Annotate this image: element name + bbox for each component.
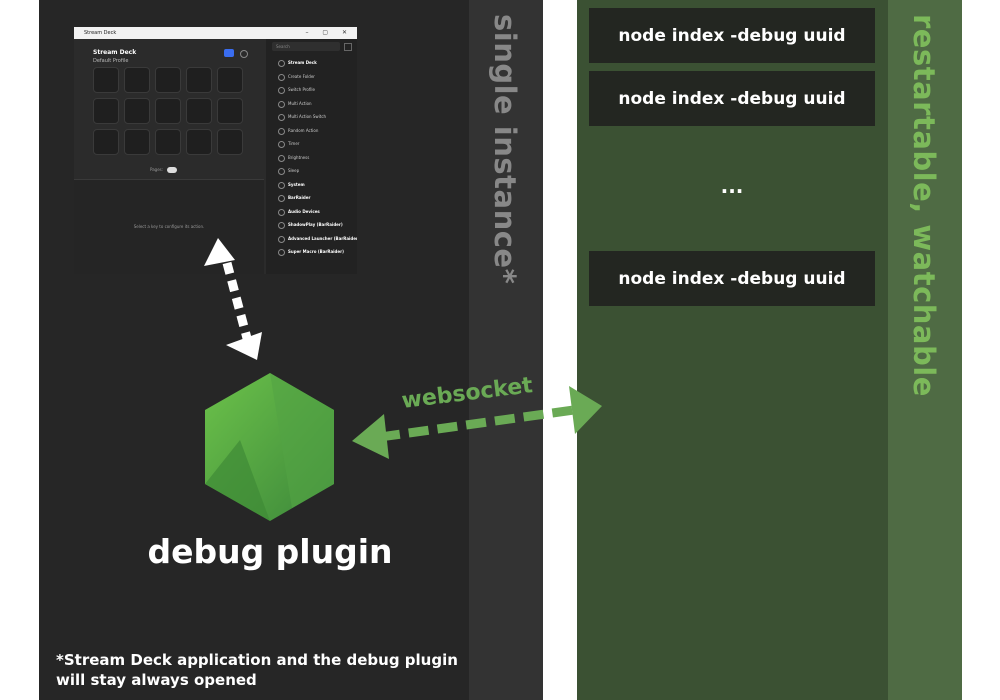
websocket-label: websocket — [400, 373, 534, 414]
deck-key[interactable] — [217, 67, 243, 93]
page-button[interactable] — [167, 167, 178, 173]
action-item[interactable]: Brightness — [266, 151, 357, 165]
action-group[interactable]: BarRaider — [266, 191, 357, 205]
settings-icon[interactable] — [240, 50, 248, 58]
grid-view-icon[interactable] — [344, 43, 352, 51]
action-item[interactable]: Switch Profile — [266, 83, 357, 97]
deck-key[interactable] — [155, 67, 181, 93]
action-item[interactable]: Create Folder — [266, 70, 357, 84]
deck-key[interactable] — [124, 129, 150, 155]
more-processes-ellipsis: ... — [720, 174, 744, 198]
single-instance-band — [469, 0, 543, 700]
deck-key[interactable] — [155, 129, 181, 155]
app-name: Stream Deck — [93, 49, 137, 56]
deck-key[interactable] — [124, 67, 150, 93]
action-group[interactable]: Stream Deck — [266, 56, 357, 70]
stream-deck-window: Stream Deck – ▢ ✕ Stream Deck Default Pr… — [74, 27, 357, 274]
action-group[interactable]: Super Macro (BarRaider) — [266, 245, 357, 259]
window-controls[interactable]: – ▢ ✕ — [305, 29, 353, 36]
action-item[interactable]: Sleep — [266, 164, 357, 178]
configure-hint: Select a key to configure its action. — [133, 224, 205, 229]
debug-plugin-title: debug plugin — [147, 532, 393, 571]
action-item[interactable]: Multi Action Switch — [266, 110, 357, 124]
websocket-double-arrow — [352, 386, 602, 459]
deck-key[interactable] — [217, 129, 243, 155]
window-plugin-double-arrow — [204, 238, 262, 360]
deck-key[interactable] — [186, 67, 212, 93]
deck-key[interactable] — [186, 129, 212, 155]
pages-label: Pages: — [150, 167, 164, 172]
deck-key[interactable] — [93, 98, 119, 124]
deck-key[interactable] — [93, 129, 119, 155]
deck-key[interactable] — [93, 67, 119, 93]
action-group[interactable]: Audio Devices — [266, 205, 357, 219]
pages-control: Pages: — [150, 167, 178, 173]
deck-key[interactable] — [155, 98, 181, 124]
nodejs-logo-icon — [205, 373, 334, 521]
key-grid — [93, 67, 243, 155]
action-group[interactable]: System — [266, 178, 357, 192]
footnote: *Stream Deck application and the debug p… — [56, 651, 458, 689]
action-group[interactable]: Advanced Launcher (BarRaider) — [266, 232, 357, 246]
device-icon[interactable] — [224, 49, 234, 57]
action-item[interactable]: Timer — [266, 137, 357, 151]
action-item[interactable]: Multi Action — [266, 97, 357, 111]
profile-selector[interactable]: Default Profile — [93, 58, 129, 64]
search-input[interactable]: Search — [272, 42, 340, 51]
deck-key[interactable] — [186, 98, 212, 124]
restartable-band — [888, 0, 962, 700]
deck-key[interactable] — [124, 98, 150, 124]
action-group[interactable]: ShadowPlay (BarRaider) — [266, 218, 357, 232]
window-titlebar: Stream Deck – ▢ ✕ — [74, 27, 357, 39]
process-box: node index -debug uuid — [589, 71, 875, 126]
window-title: Stream Deck — [84, 30, 117, 36]
deck-key[interactable] — [217, 98, 243, 124]
process-box: node index -debug uuid — [589, 8, 875, 63]
process-box: node index -debug uuid — [589, 251, 875, 306]
action-item[interactable]: Random Action — [266, 124, 357, 138]
